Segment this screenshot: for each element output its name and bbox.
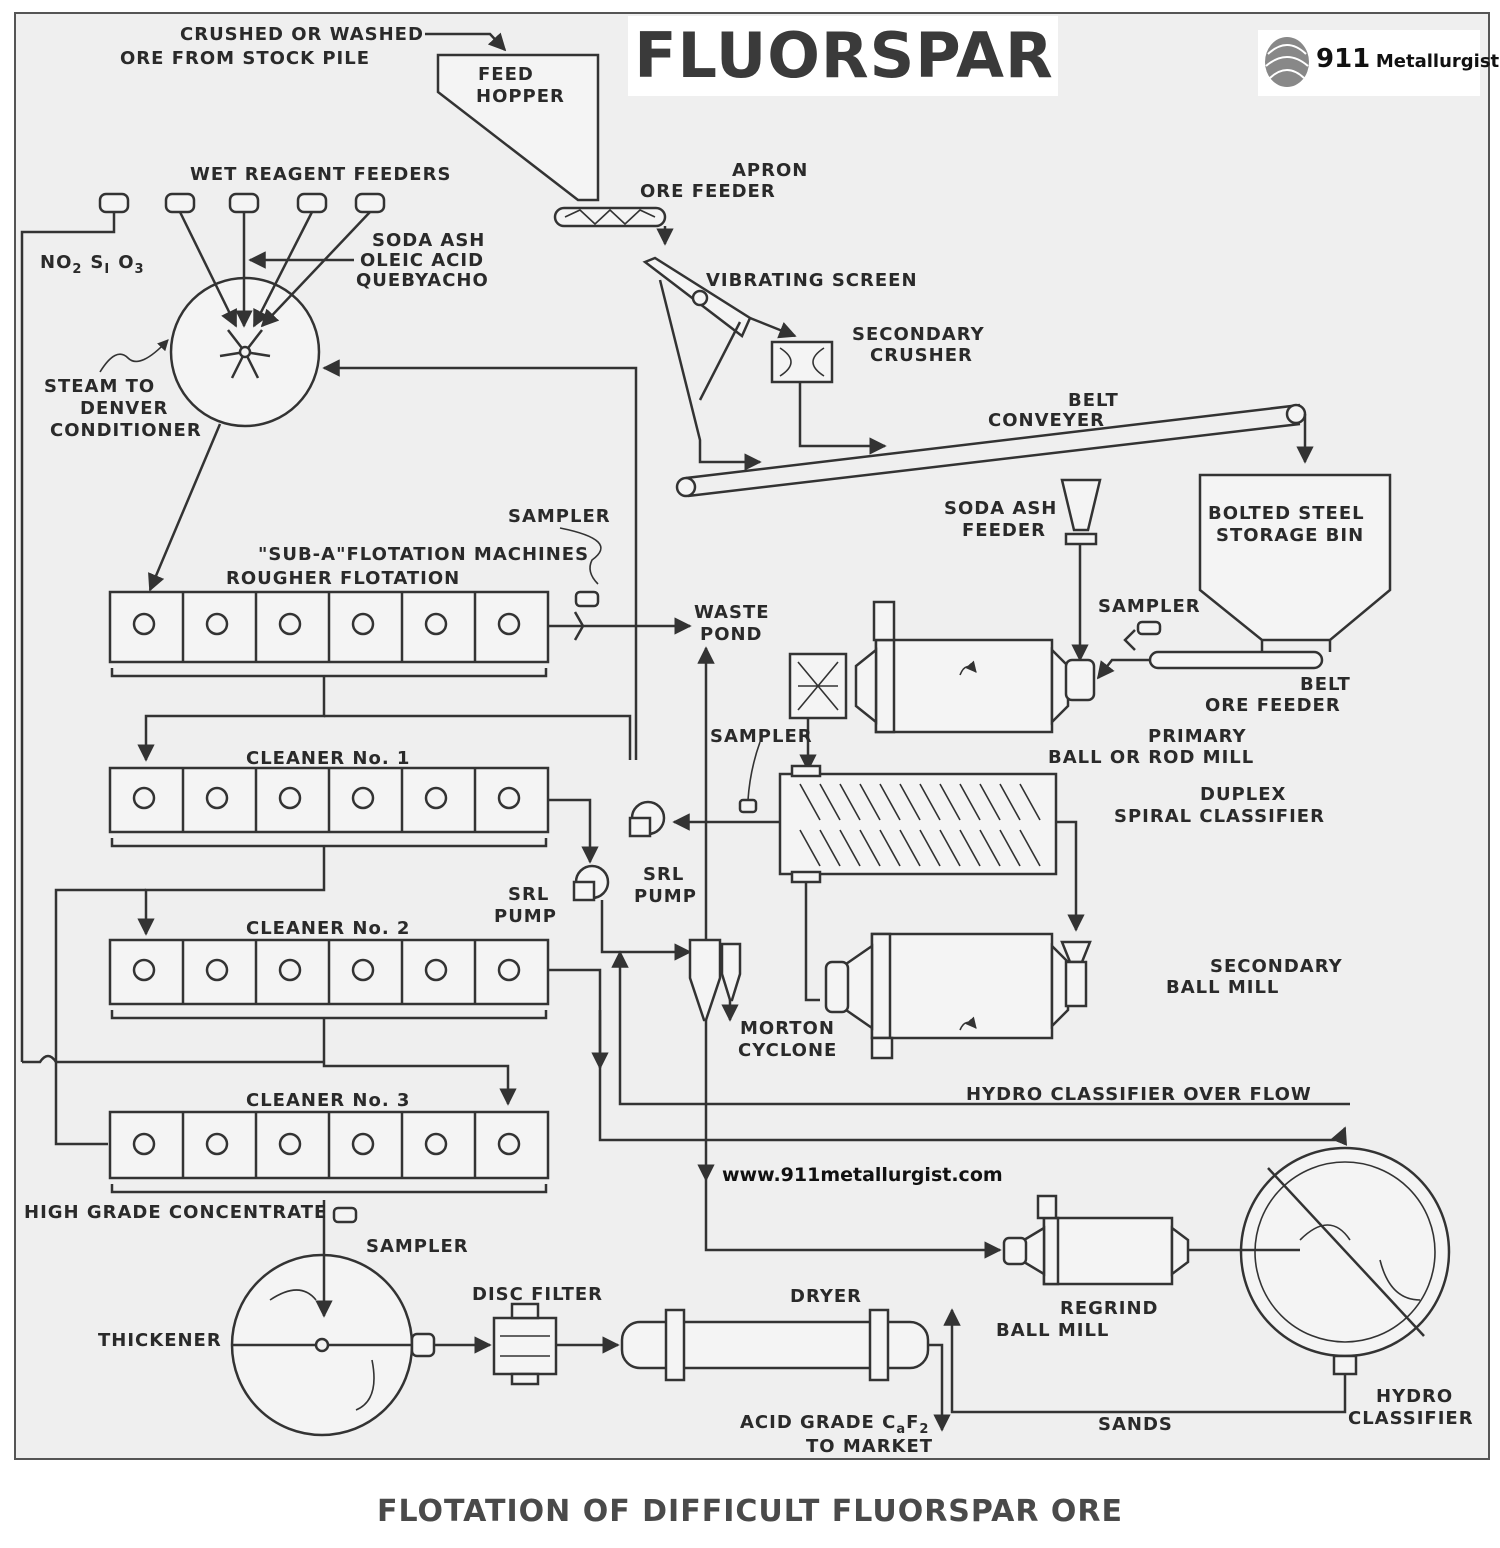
soda-ash-feeder [1060, 478, 1102, 532]
waste-pond-label-1: WASTE [694, 602, 770, 623]
soda-ash-feeder-label-2: FEEDER [962, 520, 1046, 541]
page-title: FLUORSPAR [634, 19, 1054, 92]
sampler-label-bin: SAMPLER [1098, 596, 1201, 617]
cleaner-2-bank [108, 938, 550, 1006]
cleaner-3-bank [108, 1110, 550, 1180]
belt-ore-feeder [1148, 650, 1324, 670]
belt-feeder-label-2: ORE FEEDER [1205, 695, 1341, 716]
sampler-label-thickener: SAMPLER [366, 1236, 469, 1257]
srl-label-1: SRL [643, 864, 684, 885]
hydro-classifier-label-2: CLASSIFIER [1348, 1408, 1474, 1429]
storage-bin-label-1: BOLTED STEEL [1208, 503, 1365, 524]
waste-pond-label-2: POND [700, 624, 763, 645]
logo-text: 911 Metallurgist [1316, 44, 1499, 74]
wet-reagent-label: WET REAGENT FEEDERS [190, 164, 451, 185]
sampler-rougher [574, 590, 600, 608]
disc-filter-label: DISC FILTER [472, 1284, 603, 1305]
morton-cyclone [688, 938, 722, 1022]
globe-icon [1265, 37, 1309, 87]
dryer-label: DRYER [790, 1286, 862, 1307]
vibrating-screen-label: VIBRATING SCREEN [706, 270, 918, 291]
website-url[interactable]: www.911metallurgist.com [722, 1164, 1003, 1186]
quebyacho-label: QUEBYACHO [356, 270, 489, 291]
duplex-label-2: SPIRAL CLASSIFIER [1114, 806, 1325, 827]
secondary-crusher-label-1: SECONDARY [852, 324, 985, 345]
secondary-crusher [770, 340, 834, 384]
cleaner-1-label: CLEANER No. 1 [246, 748, 410, 769]
steam-label-3: CONDITIONER [50, 420, 202, 441]
regrind-label-2: BALL MILL [996, 1320, 1109, 1341]
logo-number: 911 [1316, 44, 1371, 74]
cleaner-3-label: CLEANER No. 3 [246, 1090, 410, 1111]
wet-reagent-feeders [98, 192, 386, 214]
title-banner [628, 16, 1058, 96]
primary-mill-label-1: PRIMARY [1148, 726, 1247, 747]
belt-conveyer [685, 403, 1301, 480]
morton-label-2: CYCLONE [738, 1040, 837, 1061]
belt-feeder-label-1: BELT [1300, 674, 1351, 695]
disc-filter [492, 1316, 558, 1376]
bolted-steel-storage-bin [1198, 473, 1392, 642]
secondary-mill-label-1: SECONDARY [1210, 956, 1343, 977]
stock-pile-arrow [425, 32, 507, 52]
brand-logo[interactable]: 911 Metallurgist [1258, 30, 1499, 96]
stock-pile-label-2: ORE FROM STOCK PILE [120, 48, 370, 69]
cleaner-1-bank [108, 766, 550, 834]
logo-word: Metallurgist [1375, 51, 1500, 72]
sampler-label-rougher: SAMPLER [508, 506, 611, 527]
soda-ash-label: SODA ASH [372, 230, 485, 251]
secondary-crusher-label-2: CRUSHER [870, 345, 973, 366]
sampler-classifier [738, 798, 758, 814]
srl-label-2: PUMP [634, 886, 697, 907]
rougher-label: ROUGHER FLOTATION [226, 568, 460, 589]
secondary-mill-label-2: BALL MILL [1166, 977, 1279, 998]
to-market-label: TO MARKET [806, 1436, 933, 1457]
regrind-ball-mill [1042, 1216, 1174, 1286]
sampler-label-classifier: SAMPLER [710, 726, 813, 747]
acid-grade-label: ACID GRADE CaF2 [740, 1412, 929, 1437]
feed-hopper [436, 53, 600, 202]
stock-pile-label-1: CRUSHED OR WASHED [180, 24, 424, 45]
high-grade-label: HIGH GRADE CONCENTRATE [24, 1202, 327, 1223]
feed-hopper-label-2: HOPPER [476, 86, 565, 107]
steam-label-2: DENVER [80, 398, 168, 419]
suba-label: "SUB-A"FLOTATION MACHINES [258, 544, 589, 565]
primary-mill-label-2: BALL OR ROD MILL [1048, 747, 1254, 768]
hydro-classifier-label-1: HYDRO [1376, 1386, 1453, 1407]
oleic-acid-label: OLEIC ACID [360, 250, 484, 271]
duplex-label-1: DUPLEX [1200, 784, 1286, 805]
morton-label-1: MORTON [740, 1018, 835, 1039]
duplex-spiral-classifier [778, 772, 1058, 876]
srl-label-3: SRL [508, 884, 549, 905]
figure-caption: FLOTATION OF DIFFICULT FLUORSPAR ORE [376, 1494, 1124, 1529]
belt-conveyer-label-2: CONVEYER [988, 410, 1105, 431]
thickener-label: THICKENER [98, 1330, 222, 1351]
sampler-thickener [332, 1206, 358, 1224]
cleaner-2-label: CLEANER No. 2 [246, 918, 410, 939]
apron-label-2: ORE FEEDER [640, 181, 776, 202]
hydro-overflow-label: HYDRO CLASSIFIER OVER FLOW [966, 1084, 1312, 1105]
regrind-label-1: REGRIND [1060, 1298, 1159, 1319]
secondary-ball-mill [870, 932, 1054, 1040]
rougher-flotation-bank [108, 590, 550, 664]
steam-label-1: STEAM TO [44, 376, 155, 397]
sampler-bin [1136, 620, 1162, 636]
sands-label: SANDS [1098, 1414, 1173, 1435]
feed-hopper-label-1: FEED [478, 64, 534, 85]
belt-conveyer-label-1: BELT [1068, 390, 1119, 411]
srl-label-4: PUMP [494, 906, 557, 927]
storage-bin-label-2: STORAGE BIN [1216, 525, 1364, 546]
apron-label-1: APRON [732, 160, 808, 181]
primary-ball-mill [874, 638, 1054, 734]
soda-ash-feeder-label-1: SODA ASH [944, 498, 1057, 519]
